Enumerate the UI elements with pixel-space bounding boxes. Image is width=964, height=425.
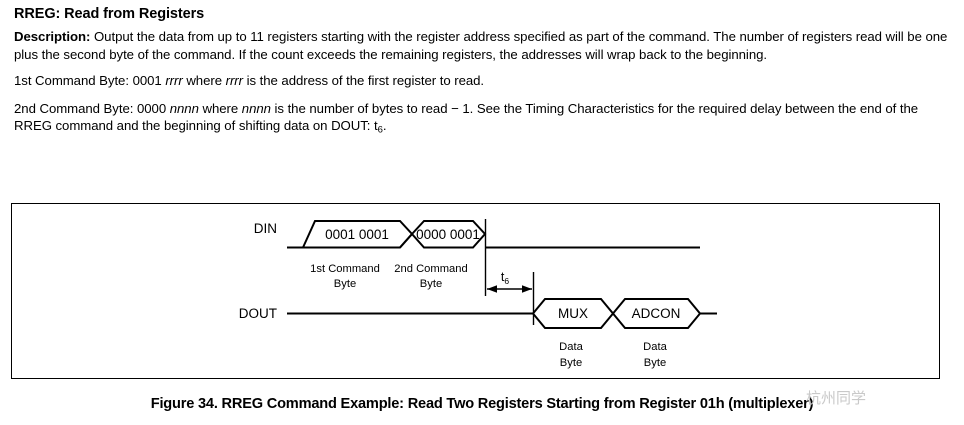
description-paragraph: Description: Output the data from up to … [14,28,950,63]
first-command-byte-paragraph: 1st Command Byte: 0001 rrrr where rrrr i… [14,72,950,90]
cmd1-prefix: 1st Command Byte: 0001 [14,73,166,88]
cmd1-mid: where [182,73,226,88]
cmd2-suffix: is the number of bytes to read − 1. See … [14,100,919,134]
figure-frame [11,203,940,379]
page-title: RREG: Read from Registers [14,6,205,22]
description-label: Description: [14,29,91,44]
cmd2-italic-nnnn-1: nnnn [169,100,199,116]
cmd2-italic-nnnn-2: nnnn [241,100,271,116]
watermark-overlay: 杭州同学 [806,389,867,407]
cmd2-prefix: 2nd Command Byte: 0000 [14,100,170,116]
second-command-byte-paragraph: 2nd Command Byte: 0000 nnnn where nnnn i… [14,100,950,140]
cmd1-suffix: is the address of the first register to … [242,73,485,88]
figure-caption: Figure 34. RREG Command Example: Read Tw… [150,396,814,412]
cmd2-end: . [382,118,387,133]
cmd2-mid: where [198,100,242,116]
cmd1-italic-rrrr-2: rrrr [225,73,243,88]
description-body: Output the data from up to 11 registers … [14,29,948,62]
cmd2-subscript: 6 [377,124,383,136]
cmd1-italic-rrrr-1: rrrr [165,73,183,88]
document-text-block: RREG: Read from Registers Description: O… [14,6,950,148]
